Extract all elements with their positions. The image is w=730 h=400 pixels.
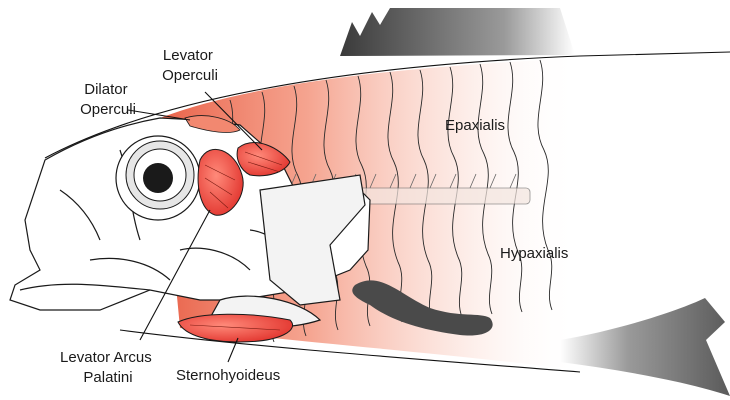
- label-levator-operculi: Levator Operculi: [162, 47, 218, 84]
- label-hypaxialis: Hypaxialis: [500, 245, 568, 262]
- dorsal-fin: [340, 8, 575, 56]
- label-sternohyoideus: Sternohyoideus: [176, 367, 280, 384]
- label-epaxialis: Epaxialis: [445, 117, 505, 134]
- label-levator-arcus-palatini-line2: Palatini: [83, 369, 132, 386]
- label-levator-operculi-line1: Levator: [163, 47, 213, 64]
- sternohyoideus-muscle: [178, 314, 293, 342]
- label-dilator-operculi: Dilator Operculi: [80, 81, 136, 118]
- label-levator-arcus-palatini: Levator Arcus Palatini: [60, 349, 156, 386]
- label-dilator-operculi-line1: Dilator: [84, 81, 127, 98]
- label-levator-operculi-line2: Operculi: [162, 67, 218, 84]
- label-levator-arcus-palatini-line1: Levator Arcus: [60, 349, 152, 366]
- label-dilator-operculi-line2: Operculi: [80, 101, 136, 118]
- eye: [116, 136, 200, 220]
- caudal-fin: [560, 298, 730, 396]
